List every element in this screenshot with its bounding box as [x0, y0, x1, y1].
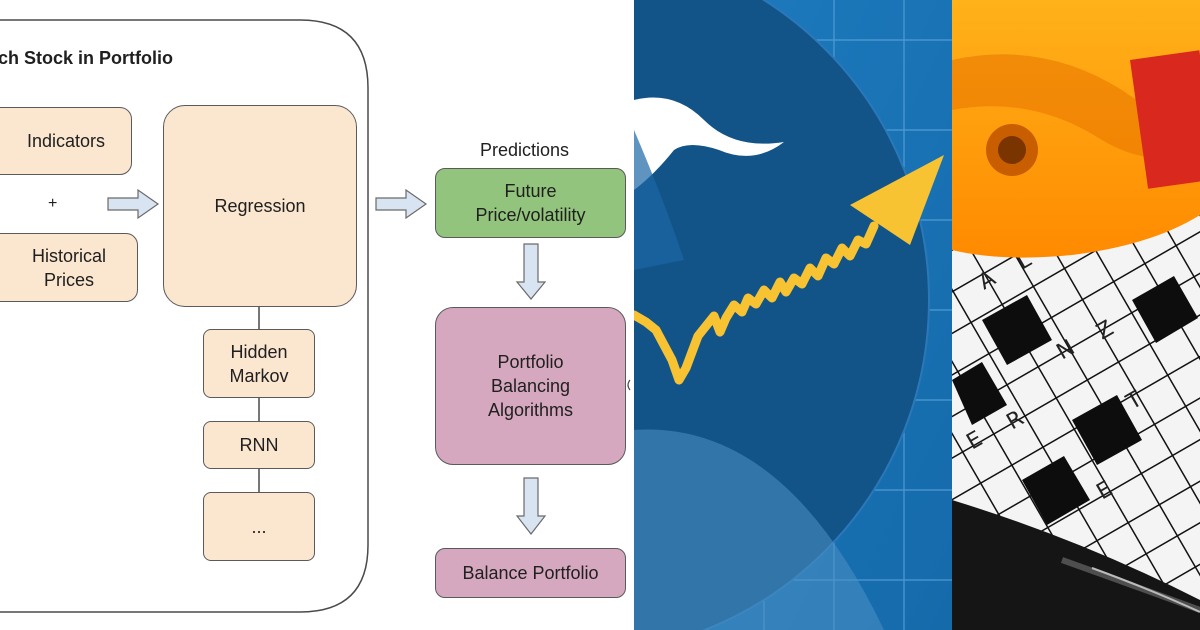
future-label-line2: Price/volatility: [475, 205, 586, 225]
predictions-heading: Predictions: [480, 140, 570, 160]
regression-box: Regression: [163, 105, 357, 307]
crossword-illustration: A L N Z E R E T: [952, 0, 1200, 630]
algorithms-to-balance-arrow: [515, 477, 547, 535]
more-models-label: ...: [251, 516, 267, 537]
diagram-connectors: [0, 19, 631, 613]
future-label-line1: Future: [504, 181, 557, 201]
trend-line: [634, 221, 879, 385]
indicators-label: Indicators: [26, 131, 106, 151]
stock-container-outline: [0, 19, 369, 613]
crossword-photo: A L N Z E R E T: [952, 0, 1200, 630]
hidden-markov-label-line2: Markov: [229, 365, 289, 386]
hidden-markov-box: Hidden Markov: [203, 329, 315, 398]
stock-chart-image: [634, 0, 952, 630]
regression-to-predictions-arrow: [375, 188, 428, 220]
container-title: ch Stock in Portfolio: [0, 48, 174, 68]
black-squares: [952, 276, 1198, 525]
portfolio-balancing-algorithms-box: Portfolio Balancing Algorithms: [435, 307, 626, 465]
inputs-to-regression-arrow: [107, 188, 160, 220]
rnn-box: RNN: [203, 421, 315, 469]
balance-portfolio-box: Balance Portfolio: [435, 548, 626, 598]
indicators-box: Indicators: [0, 107, 132, 175]
regression-label: Regression: [214, 196, 306, 216]
stock-trend-illustration: [634, 0, 952, 630]
balance-portfolio-label: Balance Portfolio: [462, 563, 599, 583]
bull-horn-shape: [634, 97, 784, 190]
portfolio-label-line3: Algorithms: [487, 400, 574, 420]
predictions-to-algorithms-arrow: [515, 243, 547, 300]
trend-arrowhead: [850, 155, 944, 245]
red-label: [1130, 50, 1200, 189]
flow-diagram-panel: ch Stock in Portfolio Indicators + Histo…: [0, 19, 631, 613]
rnn-label: RNN: [239, 435, 279, 455]
portfolio-label-line1: Portfolio: [497, 352, 564, 372]
globe-highlight: [634, 429, 884, 630]
hidden-markov-label-line1: Hidden: [230, 341, 288, 362]
portfolio-label-line2: Balancing: [490, 376, 571, 396]
future-price-volatility-box: Future Price/volatility: [435, 168, 626, 238]
historical-prices-box: Historical Prices: [0, 233, 138, 302]
historical-prices-label-line2: Prices: [43, 269, 94, 290]
historical-prices-label-line1: Historical: [31, 245, 106, 266]
clipped-connector-mark: [627, 379, 631, 391]
more-models-box: ...: [203, 492, 315, 561]
plus-sign: +: [48, 195, 58, 212]
